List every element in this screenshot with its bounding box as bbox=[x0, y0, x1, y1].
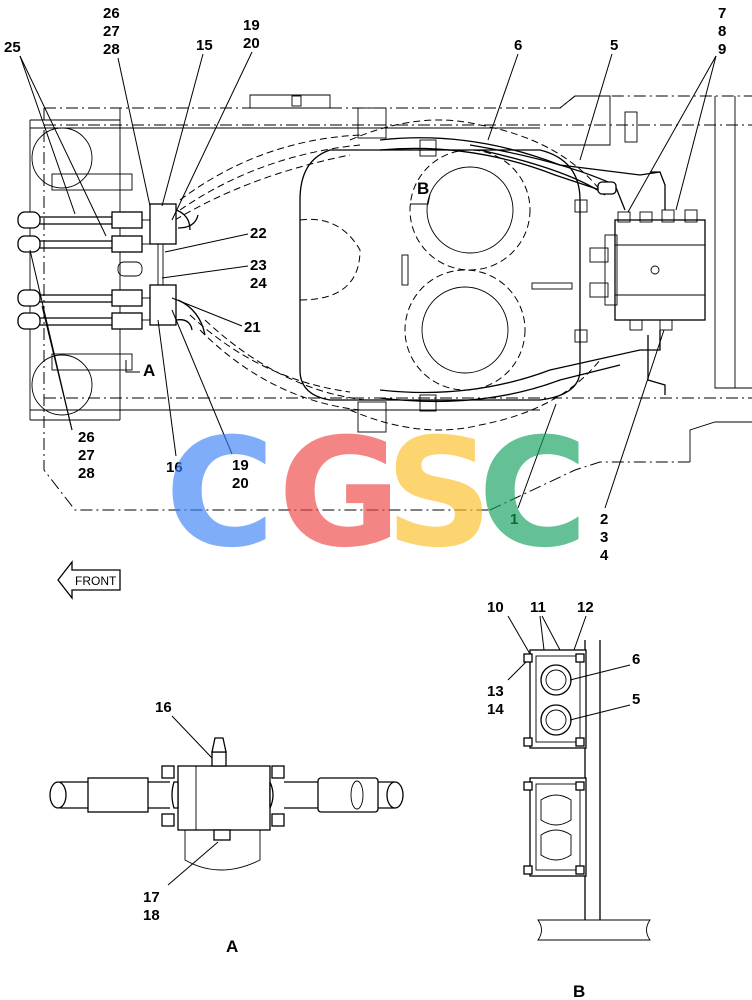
label-25: 25 bbox=[4, 39, 21, 56]
detail-a: 16 17 18 A bbox=[49, 699, 404, 956]
label-b-5: 5 bbox=[632, 691, 640, 708]
label-23: 23 bbox=[250, 257, 267, 274]
label-27b: 27 bbox=[78, 447, 95, 464]
center-housing bbox=[299, 107, 601, 433]
hoses bbox=[174, 134, 666, 411]
label-a-18: 18 bbox=[143, 907, 160, 924]
label-26b: 26 bbox=[78, 429, 95, 446]
label-6: 6 bbox=[514, 37, 522, 54]
left-hose-assemblies bbox=[17, 203, 206, 336]
view-markers: A B bbox=[125, 179, 431, 380]
label-19b: 19 bbox=[232, 457, 249, 474]
label-3: 3 bbox=[600, 529, 608, 546]
label-28b: 28 bbox=[78, 465, 95, 482]
label-7: 7 bbox=[718, 5, 726, 22]
label-9: 9 bbox=[718, 41, 726, 58]
label-a-17: 17 bbox=[143, 889, 160, 906]
label-27: 27 bbox=[103, 23, 120, 40]
control-valve bbox=[574, 199, 706, 343]
front-arrow: FRONT bbox=[57, 560, 121, 600]
front-label: FRONT bbox=[75, 574, 117, 588]
label-19: 19 bbox=[243, 17, 260, 34]
label-26: 26 bbox=[103, 5, 120, 22]
label-a-16: 16 bbox=[155, 699, 172, 716]
label-2: 2 bbox=[600, 511, 608, 528]
label-b-14: 14 bbox=[487, 701, 504, 718]
label-b-10: 10 bbox=[487, 599, 504, 616]
label-4: 4 bbox=[600, 547, 609, 564]
label-28: 28 bbox=[103, 41, 120, 58]
watermark-letter-s: S bbox=[385, 407, 493, 581]
callouts: 25 26 27 28 15 19 20 6 5 7 8 9 22 23 24 … bbox=[4, 5, 726, 564]
watermark-letter-c1: C bbox=[165, 407, 275, 581]
label-21: 21 bbox=[244, 319, 261, 336]
label-22: 22 bbox=[250, 225, 267, 242]
view-b-marker: B bbox=[417, 179, 429, 198]
label-20b: 20 bbox=[232, 475, 249, 492]
label-1: 1 bbox=[510, 511, 518, 528]
label-5: 5 bbox=[610, 37, 618, 54]
label-b-11: 11 bbox=[530, 599, 546, 616]
view-a-marker: A bbox=[143, 361, 155, 380]
view-b-title: B bbox=[573, 982, 585, 1000]
label-20: 20 bbox=[243, 35, 260, 52]
label-16: 16 bbox=[166, 459, 183, 476]
watermark-letter-c2: C bbox=[478, 407, 588, 581]
label-b-13: 13 bbox=[487, 683, 504, 700]
label-b-6: 6 bbox=[632, 651, 640, 668]
label-b-12: 12 bbox=[577, 599, 594, 616]
watermark-letter-g: G bbox=[278, 407, 401, 581]
detail-b: 10 11 12 13 14 6 5 B bbox=[487, 599, 651, 1000]
watermark: C G S C bbox=[165, 407, 588, 581]
label-15: 15 bbox=[196, 37, 213, 54]
label-8: 8 bbox=[718, 23, 726, 40]
view-a-title: A bbox=[226, 937, 238, 956]
label-24: 24 bbox=[250, 275, 267, 292]
left-bosses bbox=[31, 127, 143, 416]
